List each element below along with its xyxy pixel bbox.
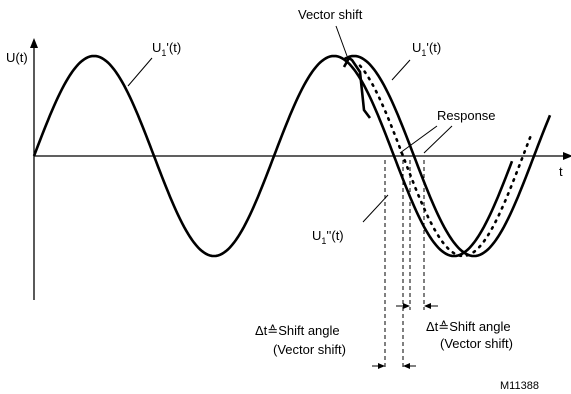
- axes: [30, 38, 571, 300]
- dimension-arrows: [372, 303, 438, 369]
- leader-lines: [127, 25, 453, 223]
- label-shifted-curve: U1'(t): [412, 40, 441, 58]
- x-axis-arrow: [563, 152, 571, 160]
- label-delta-left-note: (Vector shift): [273, 342, 346, 357]
- y-axis-arrow: [30, 38, 38, 48]
- original-voltage-curve: [32, 54, 514, 258]
- y-axis-label: U(t): [6, 50, 28, 65]
- leader-shifted: [391, 59, 411, 81]
- figure-id: M11388: [500, 380, 539, 392]
- leader-response-1: [399, 125, 438, 154]
- label-response: Response: [437, 108, 496, 123]
- leader-after: [362, 194, 389, 223]
- label-after-curve: U1''(t): [312, 228, 344, 246]
- shifted-voltage-curve: [343, 54, 552, 258]
- label-vector-shift: Vector shift: [298, 7, 363, 22]
- label-original-curve: U1'(t): [152, 40, 181, 58]
- leader-response-2: [423, 125, 453, 154]
- x-axis-label: t: [559, 164, 563, 179]
- leader-original: [127, 57, 153, 87]
- vector-shift-jump: [342, 56, 372, 119]
- leader-vector-shift: [335, 25, 348, 57]
- label-delta-right: Δt≙Shift angle: [426, 319, 511, 334]
- label-delta-right-note: (Vector shift): [440, 336, 513, 351]
- expected-voltage-curve-dotted: [358, 64, 534, 258]
- label-delta-left: Δt≙Shift angle: [255, 323, 340, 338]
- shift-markers: [384, 160, 425, 370]
